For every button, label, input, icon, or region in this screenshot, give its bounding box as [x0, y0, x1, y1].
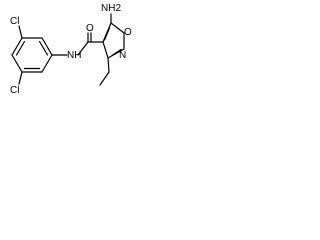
bond-ethyl-2 — [99, 71, 110, 86]
amino-group-label: NH2 — [101, 3, 121, 14]
chlorine-top-label: Cl — [10, 16, 19, 27]
bond-isoxazole-2 — [110, 22, 125, 34]
bond-benzene-inner-3 — [38, 40, 49, 56]
bond-isoxazole-double-2 — [111, 48, 122, 57]
bond-ethyl-1 — [107, 57, 110, 73]
molecule-svg: NH2 Cl Cl O NH N O — [10, 3, 132, 96]
chlorine-bottom-label: Cl — [10, 85, 19, 96]
bond-cl-bottom — [18, 71, 23, 85]
bond-benzene-5 — [41, 37, 53, 56]
bond-benzene-inner-1 — [15, 40, 26, 56]
carbonyl-oxygen-label: O — [86, 23, 94, 34]
amide-nitrogen-label: NH — [67, 50, 81, 61]
bond-benzene-1 — [11, 37, 23, 56]
bond-isoxazole-5 — [102, 41, 109, 59]
bond-benzene-2 — [11, 54, 23, 73]
chemical-structure-diagram: NH2 Cl Cl O NH N O — [0, 0, 138, 100]
isoxazole-oxygen-label: O — [124, 27, 132, 38]
bond-cl-top — [18, 25, 23, 39]
bond-nh-to-carbonyl — [77, 41, 89, 56]
bond-isoxazole-double-1 — [103, 27, 111, 41]
bond-benzene-4 — [41, 54, 53, 73]
isoxazole-nitrogen-label: N — [119, 50, 126, 61]
